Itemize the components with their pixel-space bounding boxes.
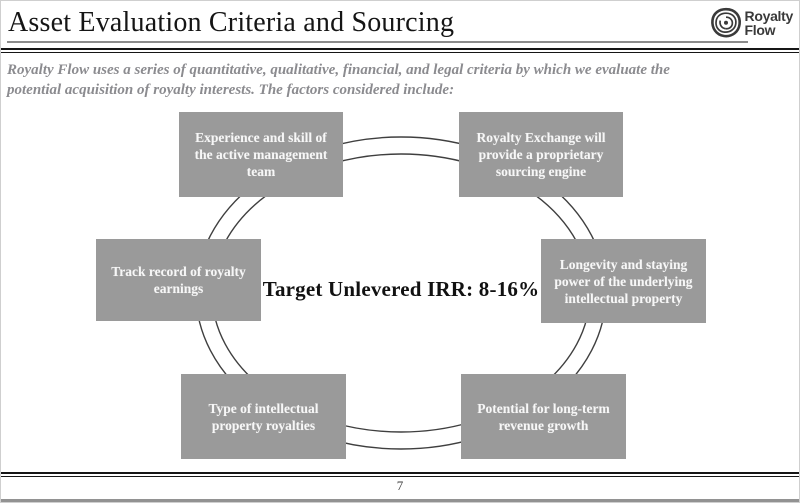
intro-line-2: potential acquisition of royalty interes…: [7, 82, 455, 98]
criteria-box-management-experience: Experience and skill of the active manag…: [179, 112, 343, 197]
bottom-edge-line: [1, 499, 799, 502]
logo-wordmark: Royalty Flow: [744, 8, 794, 38]
intro-line-1: Royalty Flow uses a series of quantitati…: [7, 62, 670, 78]
criteria-box-track-record: Track record of royalty earnings: [96, 239, 261, 321]
criteria-box-ip-type: Type of intellectual property royalties: [181, 374, 346, 459]
center-irr-label: Target Unlevered IRR: 8-16%: [262, 277, 540, 301]
page-title: Asset Evaluation Criteria and Sourcing: [8, 7, 455, 38]
criteria-box-revenue-growth: Potential for long-term revenue growth: [461, 374, 626, 459]
title-underline: [7, 41, 748, 43]
royalty-flow-logo: Royalty Flow: [710, 7, 793, 39]
footer-separator-line: [1, 472, 799, 477]
logo-word-flow: Flow: [744, 22, 776, 38]
intro-text: Royalty Flow uses a series of quantitati…: [7, 60, 791, 100]
header-separator-line: [1, 48, 799, 53]
royalty-flow-swirl-icon: [710, 7, 741, 38]
criteria-box-sourcing-engine: Royalty Exchange will provide a propriet…: [459, 112, 623, 197]
logo-word-royalty: Royalty: [744, 8, 794, 24]
criteria-box-ip-longevity: Longevity and staying power of the under…: [541, 239, 706, 323]
page-number: 7: [396, 478, 404, 493]
